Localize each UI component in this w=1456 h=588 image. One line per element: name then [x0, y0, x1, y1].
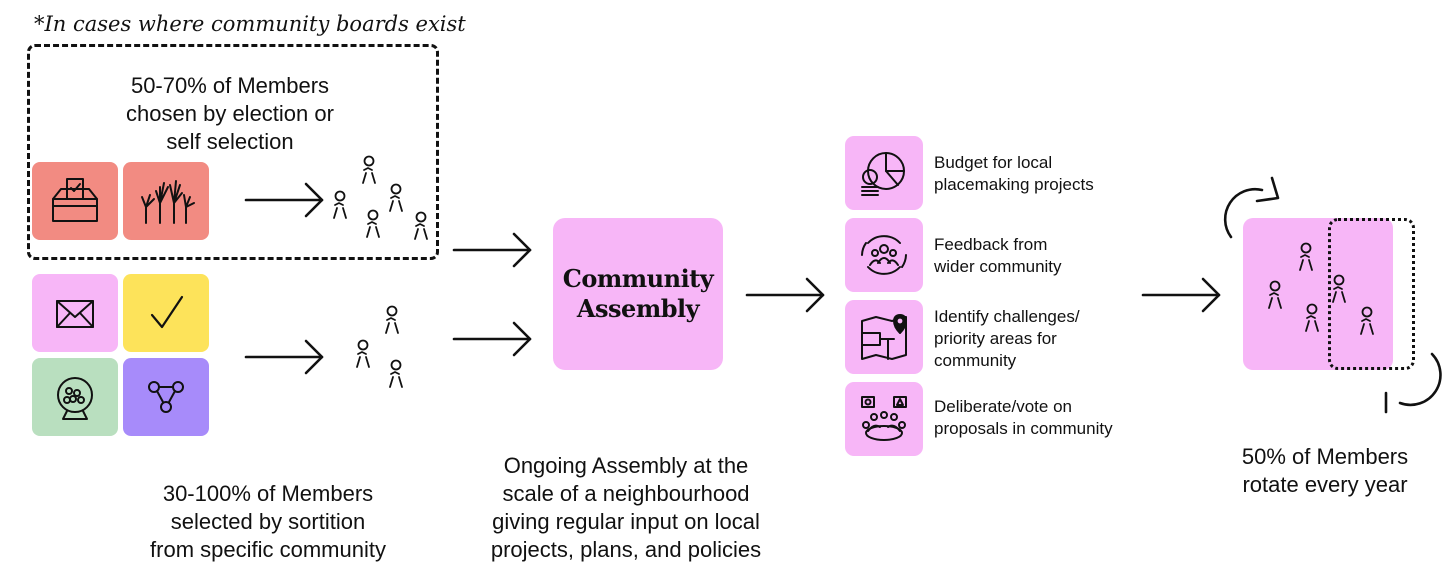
community-boards-box: [27, 44, 439, 260]
output-label-line: Budget for local: [934, 153, 1053, 172]
footnote-text: *In cases where community boards exist: [34, 12, 466, 36]
budget-tile: [845, 136, 923, 210]
output-label-line: community: [934, 351, 1017, 370]
sortition-group-label: 30-100% of Members selected by sortition…: [118, 480, 418, 564]
person-icon: [333, 190, 347, 219]
person-icon: [366, 209, 380, 238]
elected-label-line: self selection: [166, 129, 294, 154]
arrow-right-icon: [1141, 277, 1221, 313]
network-nodes-tile: [123, 358, 209, 436]
assembly-caption-line: projects, plans, and policies: [490, 537, 762, 562]
ballot-box-tile: [32, 162, 118, 240]
assembly-caption: Ongoing Assembly at the scale of a neigh…: [466, 452, 786, 564]
person-icon: [389, 183, 403, 212]
output-label-budget: Budget for local placemaking projects: [934, 152, 1094, 196]
person-icon: [1305, 303, 1319, 332]
person-icon: [389, 359, 403, 388]
sortition-label-line: selected by sortition: [170, 509, 366, 534]
elected-label-line: chosen by election or: [126, 101, 334, 126]
rotate-arrow-icon: [1384, 352, 1442, 414]
person-icon: [1299, 242, 1313, 271]
output-label-line: Identify challenges/: [934, 307, 1080, 326]
map-tile: [845, 300, 923, 374]
envelope-icon: [56, 300, 94, 328]
rotation-label-line: 50% of Members: [1241, 444, 1409, 469]
output-label-line: proposals in community: [934, 419, 1113, 438]
rotate-arrow-icon: [1223, 176, 1280, 239]
assembly-caption-line: scale of a neighbourhood: [502, 481, 750, 506]
deliberation-tile: [845, 382, 923, 456]
rotating-members-box: [1328, 218, 1415, 370]
rotation-members-block: [1243, 218, 1393, 370]
output-label-challenges: Identify challenges/ priority areas for …: [934, 306, 1080, 372]
person-icon: [414, 211, 428, 240]
output-label-line: Deliberate/vote on: [934, 397, 1072, 416]
lottery-ball-tile: [32, 358, 118, 436]
output-label-line: priority areas for: [934, 329, 1057, 348]
elected-label-line: 50-70% of Members: [130, 73, 330, 98]
arrow-right-icon: [452, 232, 532, 268]
checkmark-tile: [123, 274, 209, 352]
rotation-members-icons: [1268, 242, 1374, 335]
budget-pie-chart-icon: [861, 152, 905, 196]
person-icon: [1360, 306, 1374, 335]
person-icon: [385, 305, 399, 334]
community-assembly-box: Community Assembly: [553, 218, 723, 370]
checkmark-icon: [150, 295, 184, 329]
raised-hands-tile: [123, 162, 209, 240]
assembly-caption-line: giving regular input on local: [492, 509, 760, 534]
person-icon: [356, 339, 370, 368]
output-label-line: Feedback from: [934, 235, 1048, 254]
output-label-line: wider community: [934, 257, 1062, 276]
person-icon: [1332, 274, 1346, 303]
arrow-right-icon: [452, 321, 532, 357]
assembly-title-line: Community: [562, 264, 714, 293]
output-label-line: placemaking projects: [934, 175, 1094, 194]
elected-group-label: 50-70% of Members chosen by election or …: [80, 72, 380, 156]
lottery-ball-icon: [57, 377, 93, 420]
sortition-members-icons: [356, 305, 403, 388]
elected-members-icons: [333, 155, 428, 240]
rotation-label-line: rotate every year: [1242, 472, 1408, 497]
map-pin-icon: [861, 314, 907, 360]
deliberation-table-icon: [861, 396, 907, 441]
arrow-right-icon: [244, 339, 324, 375]
output-label-deliberate: Deliberate/vote on proposals in communit…: [934, 396, 1113, 440]
envelope-tile: [32, 274, 118, 352]
sortition-label-line: from specific community: [150, 537, 386, 562]
community-feedback-icon: [861, 235, 907, 275]
rotation-label: 50% of Members rotate every year: [1210, 443, 1440, 499]
feedback-tile: [845, 218, 923, 292]
sortition-label-line: 30-100% of Members: [162, 481, 374, 506]
network-nodes-icon: [148, 381, 184, 413]
person-icon: [1268, 280, 1282, 309]
output-label-feedback: Feedback from wider community: [934, 234, 1062, 278]
assembly-title-line: Assembly: [576, 294, 700, 323]
ballot-box-icon: [52, 178, 98, 222]
person-icon: [362, 155, 376, 184]
arrow-right-icon: [745, 277, 825, 313]
assembly-caption-line: Ongoing Assembly at the: [503, 453, 749, 478]
raised-hands-icon: [141, 180, 195, 224]
arrow-right-icon: [244, 182, 324, 218]
